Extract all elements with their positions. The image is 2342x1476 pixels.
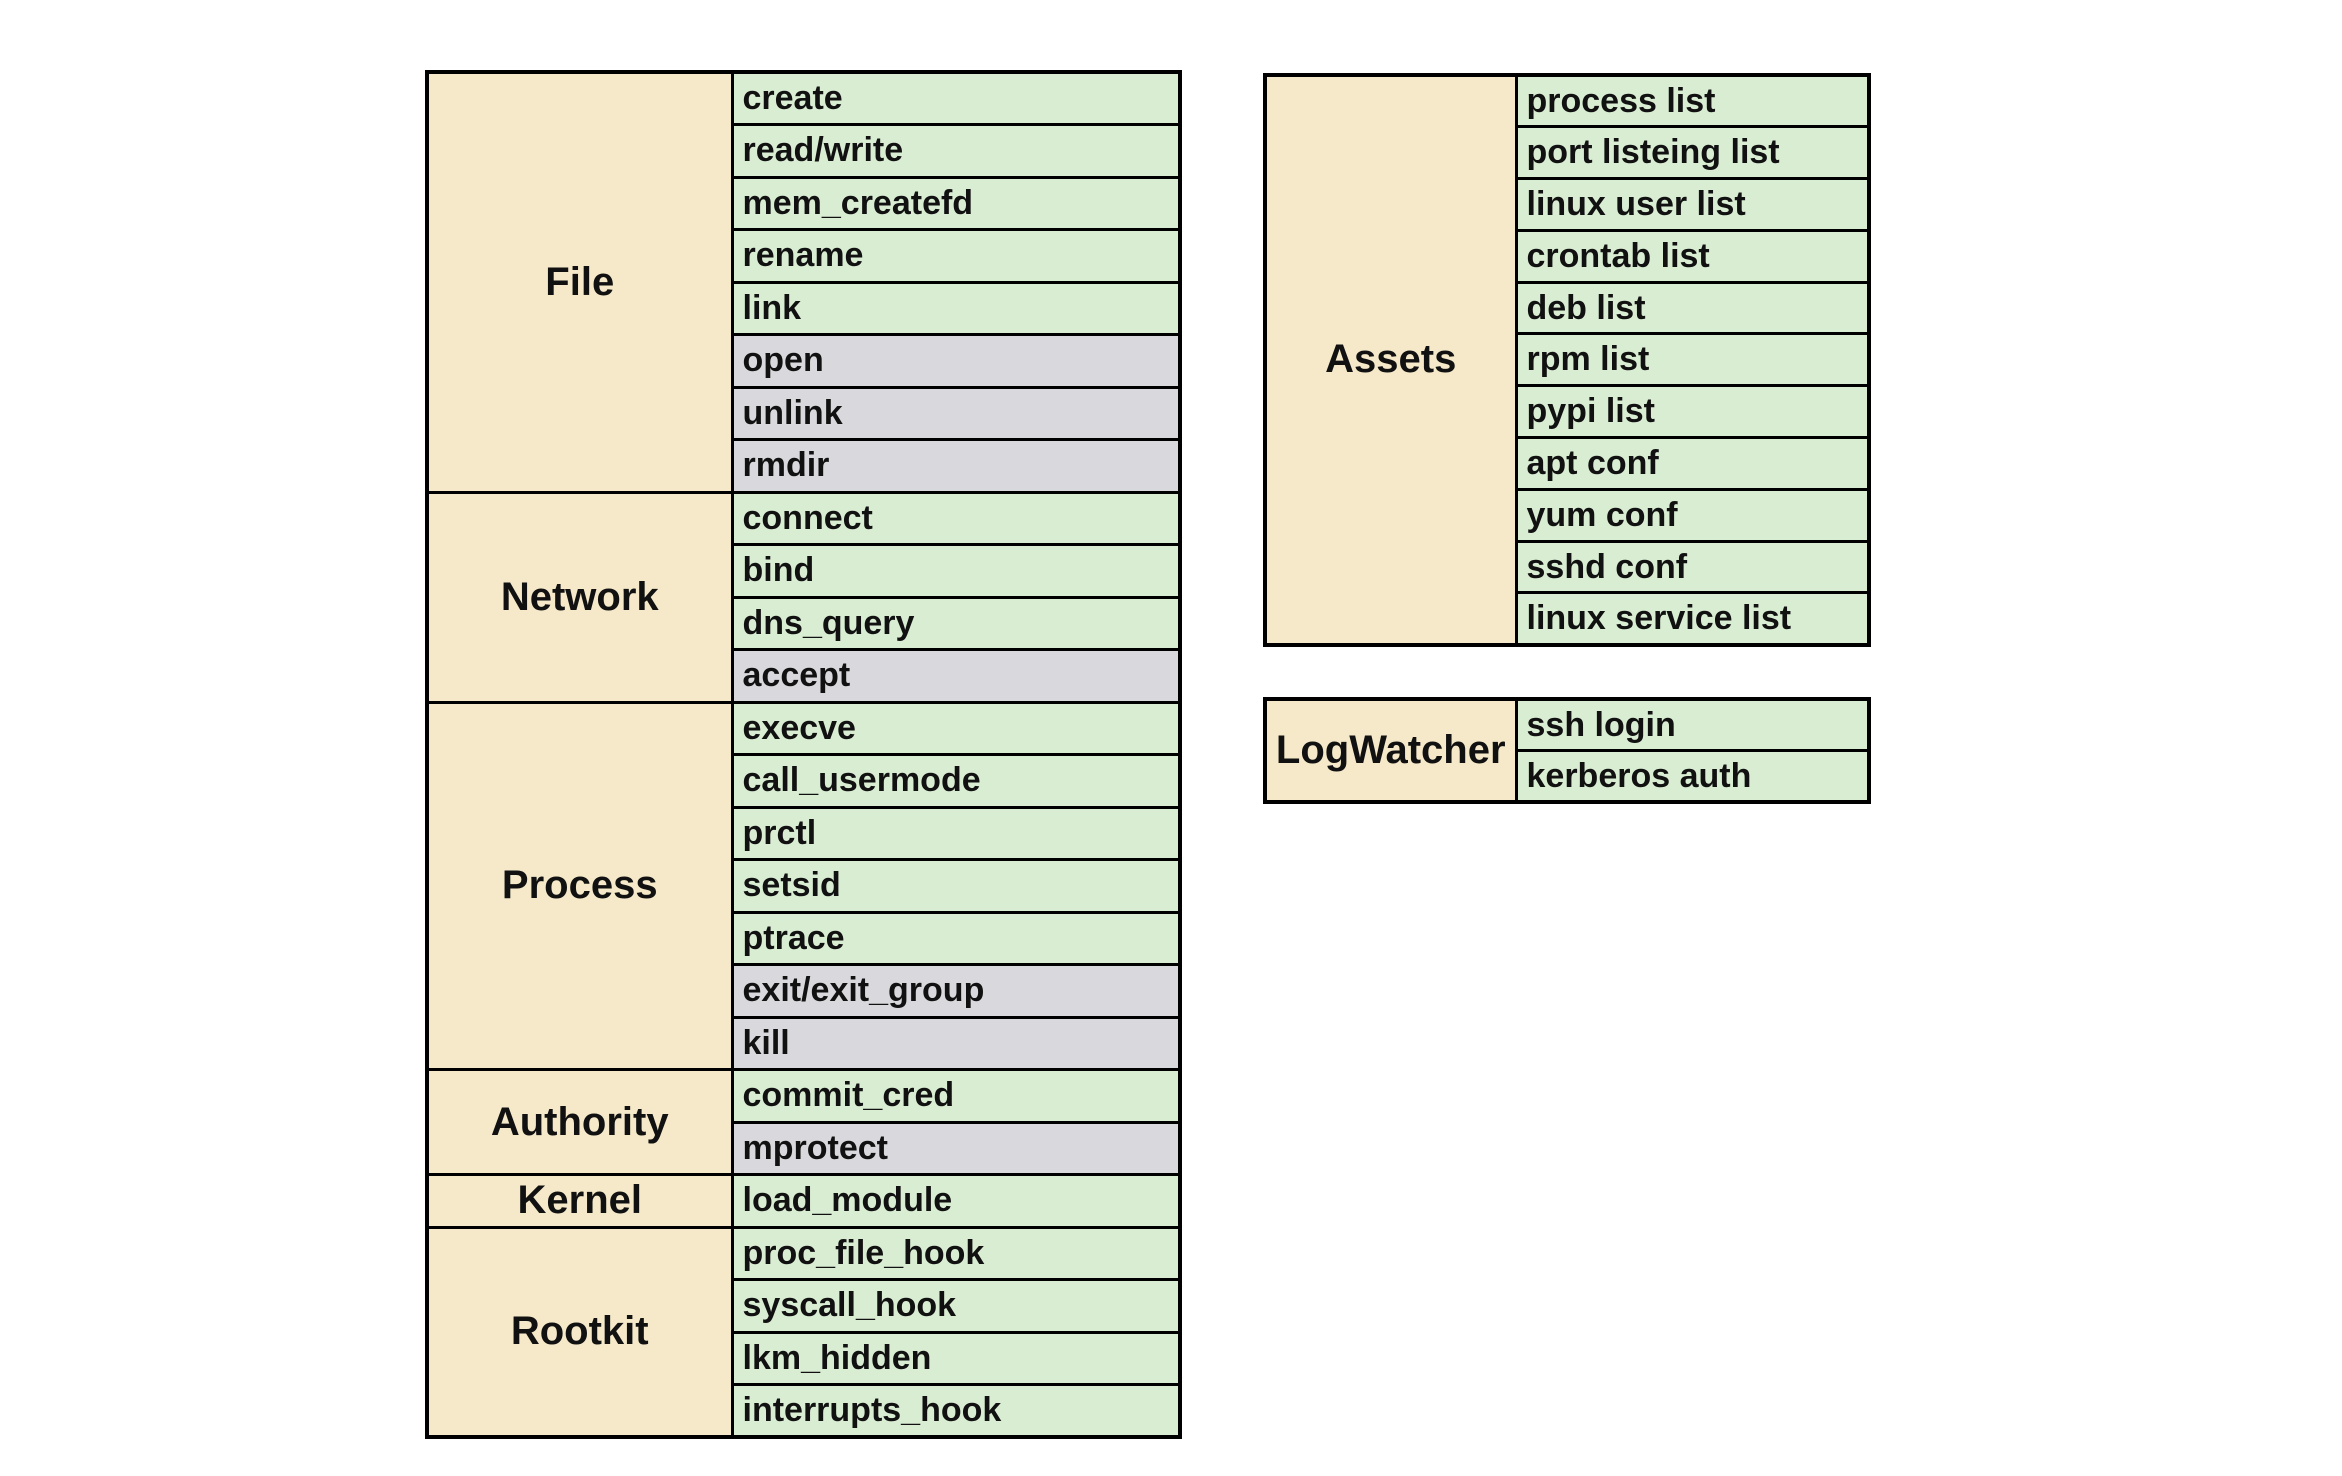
item-cell-connect: connect (730, 490, 1182, 546)
row-setsid: setsid (427, 858, 1182, 914)
item-cell-interrupts-hook: interrupts_hook (730, 1383, 1182, 1439)
row-call-usermode: call_usermode (427, 753, 1182, 809)
item-cell-ptrace: ptrace (730, 910, 1182, 966)
category-cell-network: Network (425, 490, 734, 704)
item-cell-commit-cred: commit_cred (730, 1068, 1182, 1124)
row-bind: bind (427, 543, 1182, 599)
row-dns-query: dns_query (427, 595, 1182, 651)
category-cell-process: Process (425, 700, 734, 1071)
row-yum-conf: yum conf (1265, 487, 1871, 543)
category-cell-authority: Authority (425, 1068, 734, 1176)
item-cell-pypi-list: pypi list (1514, 384, 1871, 440)
item-cell-prctl: prctl (730, 805, 1182, 861)
item-cell-yum-conf: yum conf (1514, 487, 1871, 543)
item-cell-mprotect: mprotect (730, 1120, 1182, 1176)
item-cell-syscall-hook: syscall_hook (730, 1278, 1182, 1334)
row-interrupts-hook: interrupts_hook (427, 1383, 1182, 1439)
item-cell-deb-list: deb list (1514, 280, 1871, 336)
item-cell-open: open (730, 333, 1182, 389)
item-cell-process-list: process list (1514, 73, 1871, 129)
item-cell-rmdir: rmdir (730, 438, 1182, 494)
item-cell-linux-user-list: linux user list (1514, 177, 1871, 232)
item-cell-rpm-list: rpm list (1514, 332, 1871, 388)
row-ptrace: ptrace (427, 910, 1182, 966)
row-accept: accept (427, 648, 1182, 704)
row-exit-exit-group: exit/exit_group (427, 963, 1182, 1019)
item-cell-unlink: unlink (730, 385, 1182, 441)
category-cell-rootkit: Rootkit (425, 1225, 734, 1439)
item-cell-accept: accept (730, 648, 1182, 704)
row-deb-list: deb list (1265, 280, 1871, 336)
row-unlink: unlink (427, 385, 1182, 441)
item-cell-call-usermode: call_usermode (730, 753, 1182, 809)
item-cell-lkm-hidden: lkm_hidden (730, 1330, 1182, 1386)
row-link: link (427, 280, 1182, 336)
row-mem-createfd: mem_createfd (427, 175, 1182, 231)
item-cell-setsid: setsid (730, 858, 1182, 914)
row-kill: kill (427, 1015, 1182, 1071)
row-prctl: prctl (427, 805, 1182, 861)
item-cell-kerberos-auth: kerberos auth (1514, 749, 1871, 804)
row-linux-service-list: linux service list (1265, 591, 1871, 647)
item-cell-ssh-login: ssh login (1514, 697, 1871, 752)
item-cell-kill: kill (730, 1015, 1182, 1071)
item-cell-apt-conf: apt conf (1514, 436, 1871, 491)
row-open: open (427, 333, 1182, 389)
item-cell-sshd-conf: sshd conf (1514, 539, 1871, 595)
item-cell-proc-file-hook: proc_file_hook (730, 1225, 1182, 1281)
row-kerberos-auth: kerberos auth (1265, 749, 1871, 804)
row-linux-user-list: linux user list (1265, 177, 1871, 232)
row-rmdir: rmdir (427, 438, 1182, 494)
row-port-listeing-list: port listeing list (1265, 125, 1871, 181)
row-pypi-list: pypi list (1265, 384, 1871, 440)
item-cell-linux-service-list: linux service list (1514, 591, 1871, 647)
row-rename: rename (427, 228, 1182, 284)
item-cell-bind: bind (730, 543, 1182, 599)
row-apt-conf: apt conf (1265, 436, 1871, 491)
item-cell-crontab-list: crontab list (1514, 228, 1871, 284)
category-cell-file: File (425, 70, 734, 494)
row-crontab-list: crontab list (1265, 228, 1871, 284)
item-cell-execve: execve (730, 700, 1182, 756)
row-mprotect: mprotect (427, 1120, 1182, 1176)
category-cell-assets: Assets (1263, 73, 1518, 647)
item-cell-load-module: load_module (730, 1173, 1182, 1229)
category-cell-logwatcher: LogWatcher (1263, 697, 1518, 804)
item-cell-port-listeing-list: port listeing list (1514, 125, 1871, 181)
item-cell-link: link (730, 280, 1182, 336)
item-cell-mem-createfd: mem_createfd (730, 175, 1182, 231)
row-syscall-hook: syscall_hook (427, 1278, 1182, 1334)
row-read-write: read/write (427, 123, 1182, 179)
item-cell-create: create (730, 70, 1182, 126)
item-cell-exit-exit-group: exit/exit_group (730, 963, 1182, 1019)
category-cell-kernel: Kernel (425, 1173, 734, 1229)
item-cell-read-write: read/write (730, 123, 1182, 179)
item-cell-rename: rename (730, 228, 1182, 284)
row-lkm-hidden: lkm_hidden (427, 1330, 1182, 1386)
row-sshd-conf: sshd conf (1265, 539, 1871, 595)
item-cell-dns-query: dns_query (730, 595, 1182, 651)
row-rpm-list: rpm list (1265, 332, 1871, 388)
